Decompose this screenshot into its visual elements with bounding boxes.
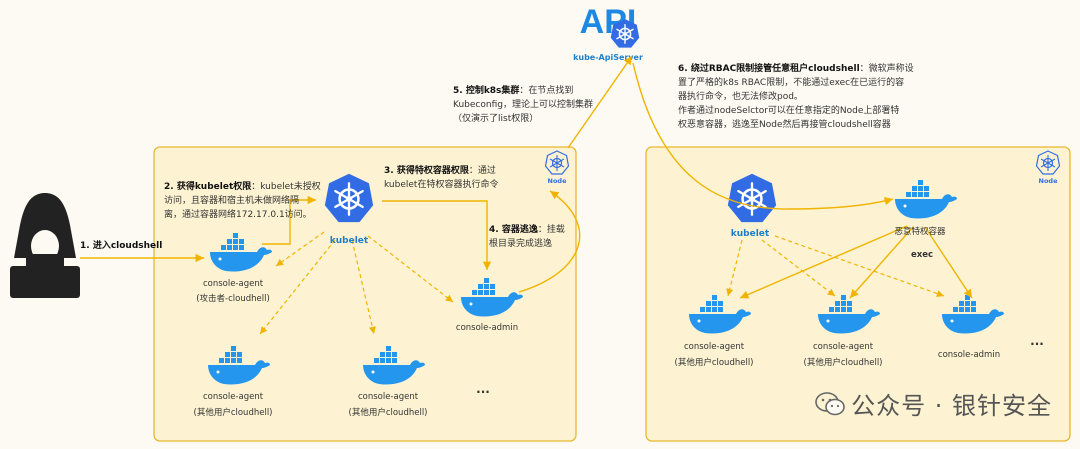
step3-title: 3. 获得特权容器权限 [384,166,469,176]
left-agent1-name: console-agent [202,392,264,402]
left-agent2-name: console-agent [357,392,419,402]
step1-text: 1. 进入cloudshell [80,240,162,254]
attacker-container-sub: (攻击者-cloudhell) [196,294,270,304]
right-admin-name: console-admin [937,350,1001,360]
arrow-exec-agent1 [739,225,908,299]
arrow-deploy-malicious [632,62,894,210]
malicious-container-name: 恶意特权容器 [894,227,946,237]
step6-text: 6. 绕过RBAC限制接管任意租户cloudshell：微软声称设 置了严格的k… [678,63,914,133]
step3-line0: ：通过 [468,166,496,176]
step2-line1: 访问，且容器和宿主机未做网络隔 [164,195,300,206]
step3-text: 3. 获得特权容器权限：通过 kubelet在特权容器执行命令 [384,165,498,193]
step5-title: 5. 控制k8s集群 [453,86,520,96]
step1-title: 1. 进入cloudshell [80,241,163,251]
arrow-exec-admin [924,226,973,299]
left-agent2-sub: (其他用户cloudhell) [348,408,428,418]
exec-label: exec [910,250,934,260]
arrow-privileged-exec [382,200,492,270]
step4-line1: 根目录完成逃逸 [489,238,553,249]
api-subtitle: kube-ApiServer [573,53,643,62]
left-node-badge-label: Node [548,177,568,185]
right-agent1-name: console-agent [683,342,745,352]
step6-line3: 作者通过nodeSelctor可以在任意指定的Node上部署特 [678,105,900,116]
dashed-arrow-kubelet-agent2 [351,239,376,335]
step5-line1: Kubeconfig，理论上可以控制集群 [453,99,593,110]
step2-title: 2. 获得kubelet权限 [164,182,252,192]
step5-line0: ：在节点找到 [519,86,574,96]
left-kubelet-label: kubelet [329,236,369,246]
attacker-icon [10,193,80,298]
dashed-arrow-kubelet-admin [367,235,454,303]
step2-text: 2. 获得kubelet权限：kubelet未授权 访问，且容器和宿主机未做网络… [164,181,321,223]
step4-line0: ：挂载 [537,225,565,235]
dashed-arrow-r-kubelet-agent2 [761,239,836,297]
right-agent1-sub: (其他用户cloudhell) [674,358,754,368]
left-admin-name: console-admin [455,323,519,333]
step2-line2: 离，通过容器网络172.17.0.1访问。 [164,209,312,220]
arrow-escape-node [518,190,581,293]
left-agent1-sub: (其他用户cloudhell) [193,408,273,418]
left-ellipsis: ... [476,382,490,396]
step3-line1: kubelet在特权容器执行命令 [384,179,499,190]
right-agent2-name: console-agent [812,342,874,352]
watermark: 公众号 · 银针安全 [815,386,1052,421]
watermark-text: 公众号 · 银针安全 [851,392,1052,420]
dashed-arrow-kubelet-attacker [275,231,325,267]
dashed-arrow-kubelet-agent1 [259,239,336,335]
step4-text: 4. 容器逃逸：挂载 根目录完成逃逸 [489,224,565,252]
step6-title: 6. 绕过RBAC限制接管任意租户cloudshell [678,64,860,74]
step6-line4: 权恶意容器，逃逸至Node然后再接管cloudshell容器 [678,119,891,130]
right-ellipsis: ... [1030,334,1044,348]
dashed-arrow-r-kubelet-agent1 [726,239,743,297]
step2-line0: ：kubelet未授权 [251,182,321,192]
step4-title: 4. 容器逃逸 [489,225,538,235]
step6-line2: 器执行命令，也无法修改pod。 [678,91,803,102]
arrow-access-kubelet [262,195,316,245]
arrow-exec-agent2 [849,226,914,299]
step5-line2: （仅演示了list权限） [453,113,539,124]
wechat-icon [815,391,845,416]
attacker-container-name: console-agent [202,279,264,289]
arrow-to-apiserver [567,55,633,149]
step5-text: 5. 控制k8s集群：在节点找到 Kubeconfig，理论上可以控制集群 （仅… [453,85,593,127]
dashed-arrow-r-kubelet-admin [774,235,945,297]
right-node-badge-label: Node [1039,177,1059,185]
step6-line0: ：微软声称设 [859,64,914,74]
right-agent2-sub: (其他用户cloudhell) [803,358,883,368]
right-kubelet-label: kubelet [730,229,770,239]
step6-line1: 置了严格的k8s RBAC限制，不能通过exec在已运行的容 [678,77,905,88]
